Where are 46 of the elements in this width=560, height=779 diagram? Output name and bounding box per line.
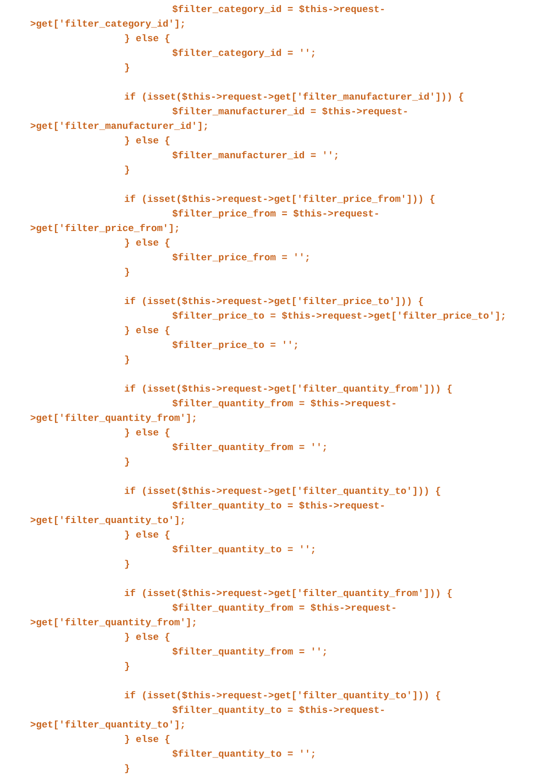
code-line: if (isset($this->request->get['filter_quantity_to'])) {	[124, 486, 440, 496]
code-line: $filter_price_to = '';	[172, 340, 297, 350]
code-line: $filter_category_id = '';	[172, 48, 314, 58]
code-line: $filter_quantity_to = $this->request-	[172, 706, 384, 715]
code-line: } else {	[125, 34, 170, 44]
code-line: if (isset($this->request->get['filter_quantity_from'])) {	[124, 384, 452, 394]
code-line: $filter_quantity_to = $this->request-	[172, 501, 384, 510]
code-line: >get['filter_price_from'];	[30, 224, 178, 234]
code-line: } else {	[125, 136, 170, 146]
code-line: $filter_quantity_to = '';	[172, 750, 314, 759]
code-line: }	[125, 764, 130, 774]
code-line: }	[125, 63, 130, 72]
code-line: } else {	[125, 238, 170, 248]
code-line: } else {	[125, 428, 170, 438]
code-line: if (isset($this->request->get['filter_quantity_from'])) {	[124, 588, 452, 598]
code-line: }	[125, 268, 130, 277]
code-line: if (isset($this->request->get['filter_price_from'])) {	[124, 194, 434, 204]
code-line: >get['filter_quantity_to'];	[30, 516, 184, 526]
code-line: $filter_quantity_from = $this->request-	[172, 399, 396, 408]
code-line: $filter_price_from = $this->request-	[172, 209, 378, 218]
code-line: $filter_price_to = $this->request->get['filter_price_to'];	[172, 312, 504, 321]
code-line: } else {	[125, 735, 170, 744]
code-line: >get['filter_category_id'];	[30, 20, 184, 29]
code-line: >get['filter_quantity_from'];	[30, 414, 196, 423]
code-line: >get['filter_quantity_from'];	[30, 618, 196, 628]
code-line: if (isset($this->request->get['filter_manufacturer_id'])) {	[124, 92, 464, 102]
code-line: if (isset($this->request->get['filter_quantity_to'])) {	[124, 691, 440, 700]
code-line: $filter_manufacturer_id = $this->request-	[172, 107, 407, 116]
code-line: } else {	[125, 530, 170, 540]
code-line: $filter_price_from = '';	[172, 253, 308, 262]
code-line: $filter_category_id = $this->request-	[172, 4, 384, 14]
code-line: }	[125, 166, 130, 175]
code-line: } else {	[125, 632, 170, 642]
code-line: }	[125, 355, 130, 364]
code-line: >get['filter_quantity_to'];	[30, 720, 184, 730]
code-line: }	[125, 560, 130, 569]
code-line: } else {	[125, 326, 170, 336]
code-line: if (isset($this->request->get['filter_price_to'])) {	[124, 296, 423, 306]
code-line: $filter_manufacturer_id = '';	[172, 151, 338, 160]
code-line: $filter_quantity_from = '';	[172, 647, 326, 656]
code-line: $filter_quantity_from = '';	[172, 442, 326, 452]
code-line: }	[125, 662, 130, 671]
code-line: }	[125, 458, 130, 467]
code-line: >get['filter_manufacturer_id'];	[30, 122, 207, 131]
code-line: $filter_quantity_to = '';	[172, 545, 314, 554]
code-line: $filter_quantity_from = $this->request-	[172, 604, 396, 613]
